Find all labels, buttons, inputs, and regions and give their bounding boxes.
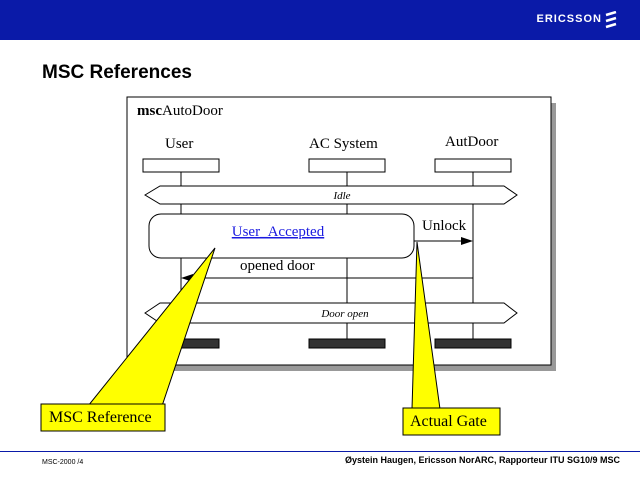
callout-msc-reference-box xyxy=(40,403,166,432)
slide-title: MSC References xyxy=(42,62,192,83)
msc-reference-box xyxy=(148,213,415,259)
instance-end-acsystem xyxy=(308,338,386,349)
callout-actual-gate-label: Actual Gate xyxy=(410,413,487,430)
ericsson-logo-icon xyxy=(605,11,617,29)
msc-keyword: msc xyxy=(137,103,162,119)
callout-actual-gate-box xyxy=(402,407,501,436)
callout-msc-reference-label: MSC Reference xyxy=(49,409,152,426)
condition-door-open-label: Door open xyxy=(320,308,369,320)
footer-slide-number: MSC-2000 /4 xyxy=(42,459,84,466)
instance-head-autdoor xyxy=(434,158,512,173)
msc-heading: mscAutoDoor xyxy=(137,103,223,119)
instance-name-acsystem: AC System xyxy=(309,136,378,152)
instance-end-autdoor xyxy=(434,338,512,349)
instance-head-user xyxy=(142,158,220,173)
condition-idle xyxy=(144,185,518,205)
message-unlock-label: Unlock xyxy=(422,218,467,234)
instance-name-user: User xyxy=(165,136,193,152)
condition-idle-label: Idle xyxy=(332,190,350,202)
footer-divider xyxy=(0,451,640,452)
message-opened-door-label: opened door xyxy=(240,258,315,274)
footer-author: Øystein Haugen, Ericsson NorARC, Rapport… xyxy=(344,455,620,465)
msc-reference-link[interactable]: User_Accepted xyxy=(232,224,325,240)
instance-head-acsystem xyxy=(308,158,386,173)
message-unlock-arrowhead xyxy=(461,237,473,245)
msc-name: AutoDoor xyxy=(162,103,223,119)
brand-name: ERICSSON xyxy=(536,13,602,25)
instance-name-autdoor: AutDoor xyxy=(445,134,498,150)
header-bar xyxy=(0,0,640,40)
